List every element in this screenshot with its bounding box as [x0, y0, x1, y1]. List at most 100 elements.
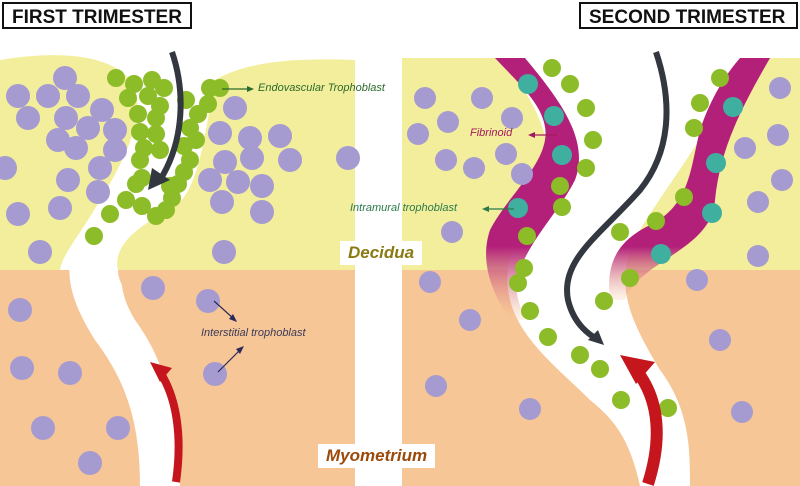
decidual-cell	[250, 200, 274, 224]
decidual-cell	[407, 123, 429, 145]
decidual-cell	[240, 146, 264, 170]
trophoblast-cell	[515, 259, 533, 277]
trophoblast-cells-right	[509, 59, 729, 417]
intramural-trophoblast-cell	[552, 145, 572, 165]
endovascular-trophoblast-cell	[127, 175, 145, 193]
decidual-cell	[268, 124, 292, 148]
trophoblast-cell	[611, 223, 629, 241]
trophoblast-cell	[518, 227, 536, 245]
endovascular-trophoblast-cells-left	[85, 69, 229, 245]
decidual-cell	[435, 149, 457, 171]
decidual-cell	[213, 150, 237, 174]
decidual-cell	[16, 106, 40, 130]
trophoblast-cell	[577, 159, 595, 177]
decidual-cell	[212, 240, 236, 264]
intramural-pointer-head	[482, 206, 489, 212]
endovascular-trophoblast-cell	[131, 151, 149, 169]
trophoblast-cell	[675, 188, 693, 206]
decidual-cell	[747, 245, 769, 267]
decidual-cell	[198, 168, 222, 192]
endovascular-trophoblast-cell	[129, 105, 147, 123]
endovascular-trophoblast-cell	[131, 123, 149, 141]
decidual-cell	[210, 190, 234, 214]
endovascular-trophoblast-cell	[133, 197, 151, 215]
trophoblast-cell	[621, 269, 639, 287]
decidual-cell	[463, 157, 485, 179]
outflow-arrow-right	[563, 51, 670, 343]
decidual-cell	[10, 356, 34, 380]
decidual-cell	[519, 398, 541, 420]
endovascular-trophoblast-cell	[147, 109, 165, 127]
decidual-cell	[88, 156, 112, 180]
decidual-cell	[747, 191, 769, 213]
endovascular-trophoblast-cell	[119, 89, 137, 107]
endovascular-trophoblast-cell	[189, 105, 207, 123]
decidual-cell	[46, 128, 70, 152]
decidual-cell	[48, 196, 72, 220]
intramural-trophoblast-cell	[518, 74, 538, 94]
decidual-cell	[734, 137, 756, 159]
decidual-cell	[8, 298, 32, 322]
interstitial-pointer-lower	[217, 349, 241, 373]
intramural-trophoblast-label: Intramural trophoblast	[350, 202, 457, 214]
interstitial-pointer-upper-head	[229, 314, 237, 322]
decidual-cell	[90, 98, 114, 122]
trophoblast-cell	[553, 198, 571, 216]
decidual-cell	[419, 271, 441, 293]
endovascular-trophoblast-cell	[151, 141, 169, 159]
outflow-arrowhead-right	[588, 330, 604, 345]
trophoblast-cell	[711, 69, 729, 87]
endovascular-trophoblast-label: Endovascular Trophoblast	[258, 82, 385, 94]
endovascular-trophoblast-cell	[125, 75, 143, 93]
decidual-cell	[250, 174, 274, 198]
endovascular-trophoblast-cell	[147, 125, 165, 143]
decidual-cell	[223, 96, 247, 120]
myometrium-label: Myometrium	[318, 444, 436, 468]
decidual-cell	[56, 168, 80, 192]
intramural-trophoblast-cell	[706, 153, 726, 173]
decidual-cell	[208, 121, 232, 145]
decidual-cell	[203, 362, 227, 386]
inflow-arrow-left	[156, 369, 183, 483]
decidual-cell	[731, 401, 753, 423]
trophoblast-cell	[584, 131, 602, 149]
endovascular-trophoblast-cell	[85, 227, 103, 245]
decidual-cell	[6, 202, 30, 226]
decidual-cell	[686, 269, 708, 291]
interstitial-pointer-upper	[213, 300, 235, 320]
decidual-cell	[425, 375, 447, 397]
intramural-trophoblast-cell	[651, 244, 671, 264]
endovascular-trophoblast-cell	[117, 191, 135, 209]
trophoblast-cell	[571, 346, 589, 364]
decidual-cell	[336, 146, 360, 170]
fibrinoid-pointer-head	[528, 132, 535, 138]
trophoblast-cell	[577, 99, 595, 117]
decidual-cell	[278, 148, 302, 172]
decidual-cell	[53, 66, 77, 90]
decidual-cell	[58, 361, 82, 385]
endovascular-trophoblast-cell	[107, 69, 125, 87]
intramural-trophoblast-cell	[723, 97, 743, 117]
decidual-cells-right	[407, 77, 793, 423]
decidual-cell	[459, 309, 481, 331]
trophoblast-cell	[659, 399, 677, 417]
endovascular-trophoblast-cell	[155, 79, 173, 97]
decidual-cell	[78, 451, 102, 475]
endovascular-trophoblast-cell	[175, 137, 193, 155]
decidual-cell	[495, 143, 517, 165]
trophoblast-cell	[521, 302, 539, 320]
endovascular-trophoblast-cell	[211, 79, 229, 97]
endovascular-trophoblast-cell	[147, 207, 165, 225]
trophoblast-cell	[691, 94, 709, 112]
first-trimester-panel	[0, 51, 360, 486]
inflow-arrowhead-left	[150, 362, 172, 382]
trophoblast-cell	[685, 119, 703, 137]
endovascular-pointer-head	[247, 86, 254, 92]
decidual-cell	[771, 169, 793, 191]
endovascular-trophoblast-cell	[101, 205, 119, 223]
myometrium-edge-right	[118, 270, 355, 486]
decidual-cell	[36, 84, 60, 108]
trophoblast-cell	[551, 177, 569, 195]
trophoblast-cell	[612, 391, 630, 409]
